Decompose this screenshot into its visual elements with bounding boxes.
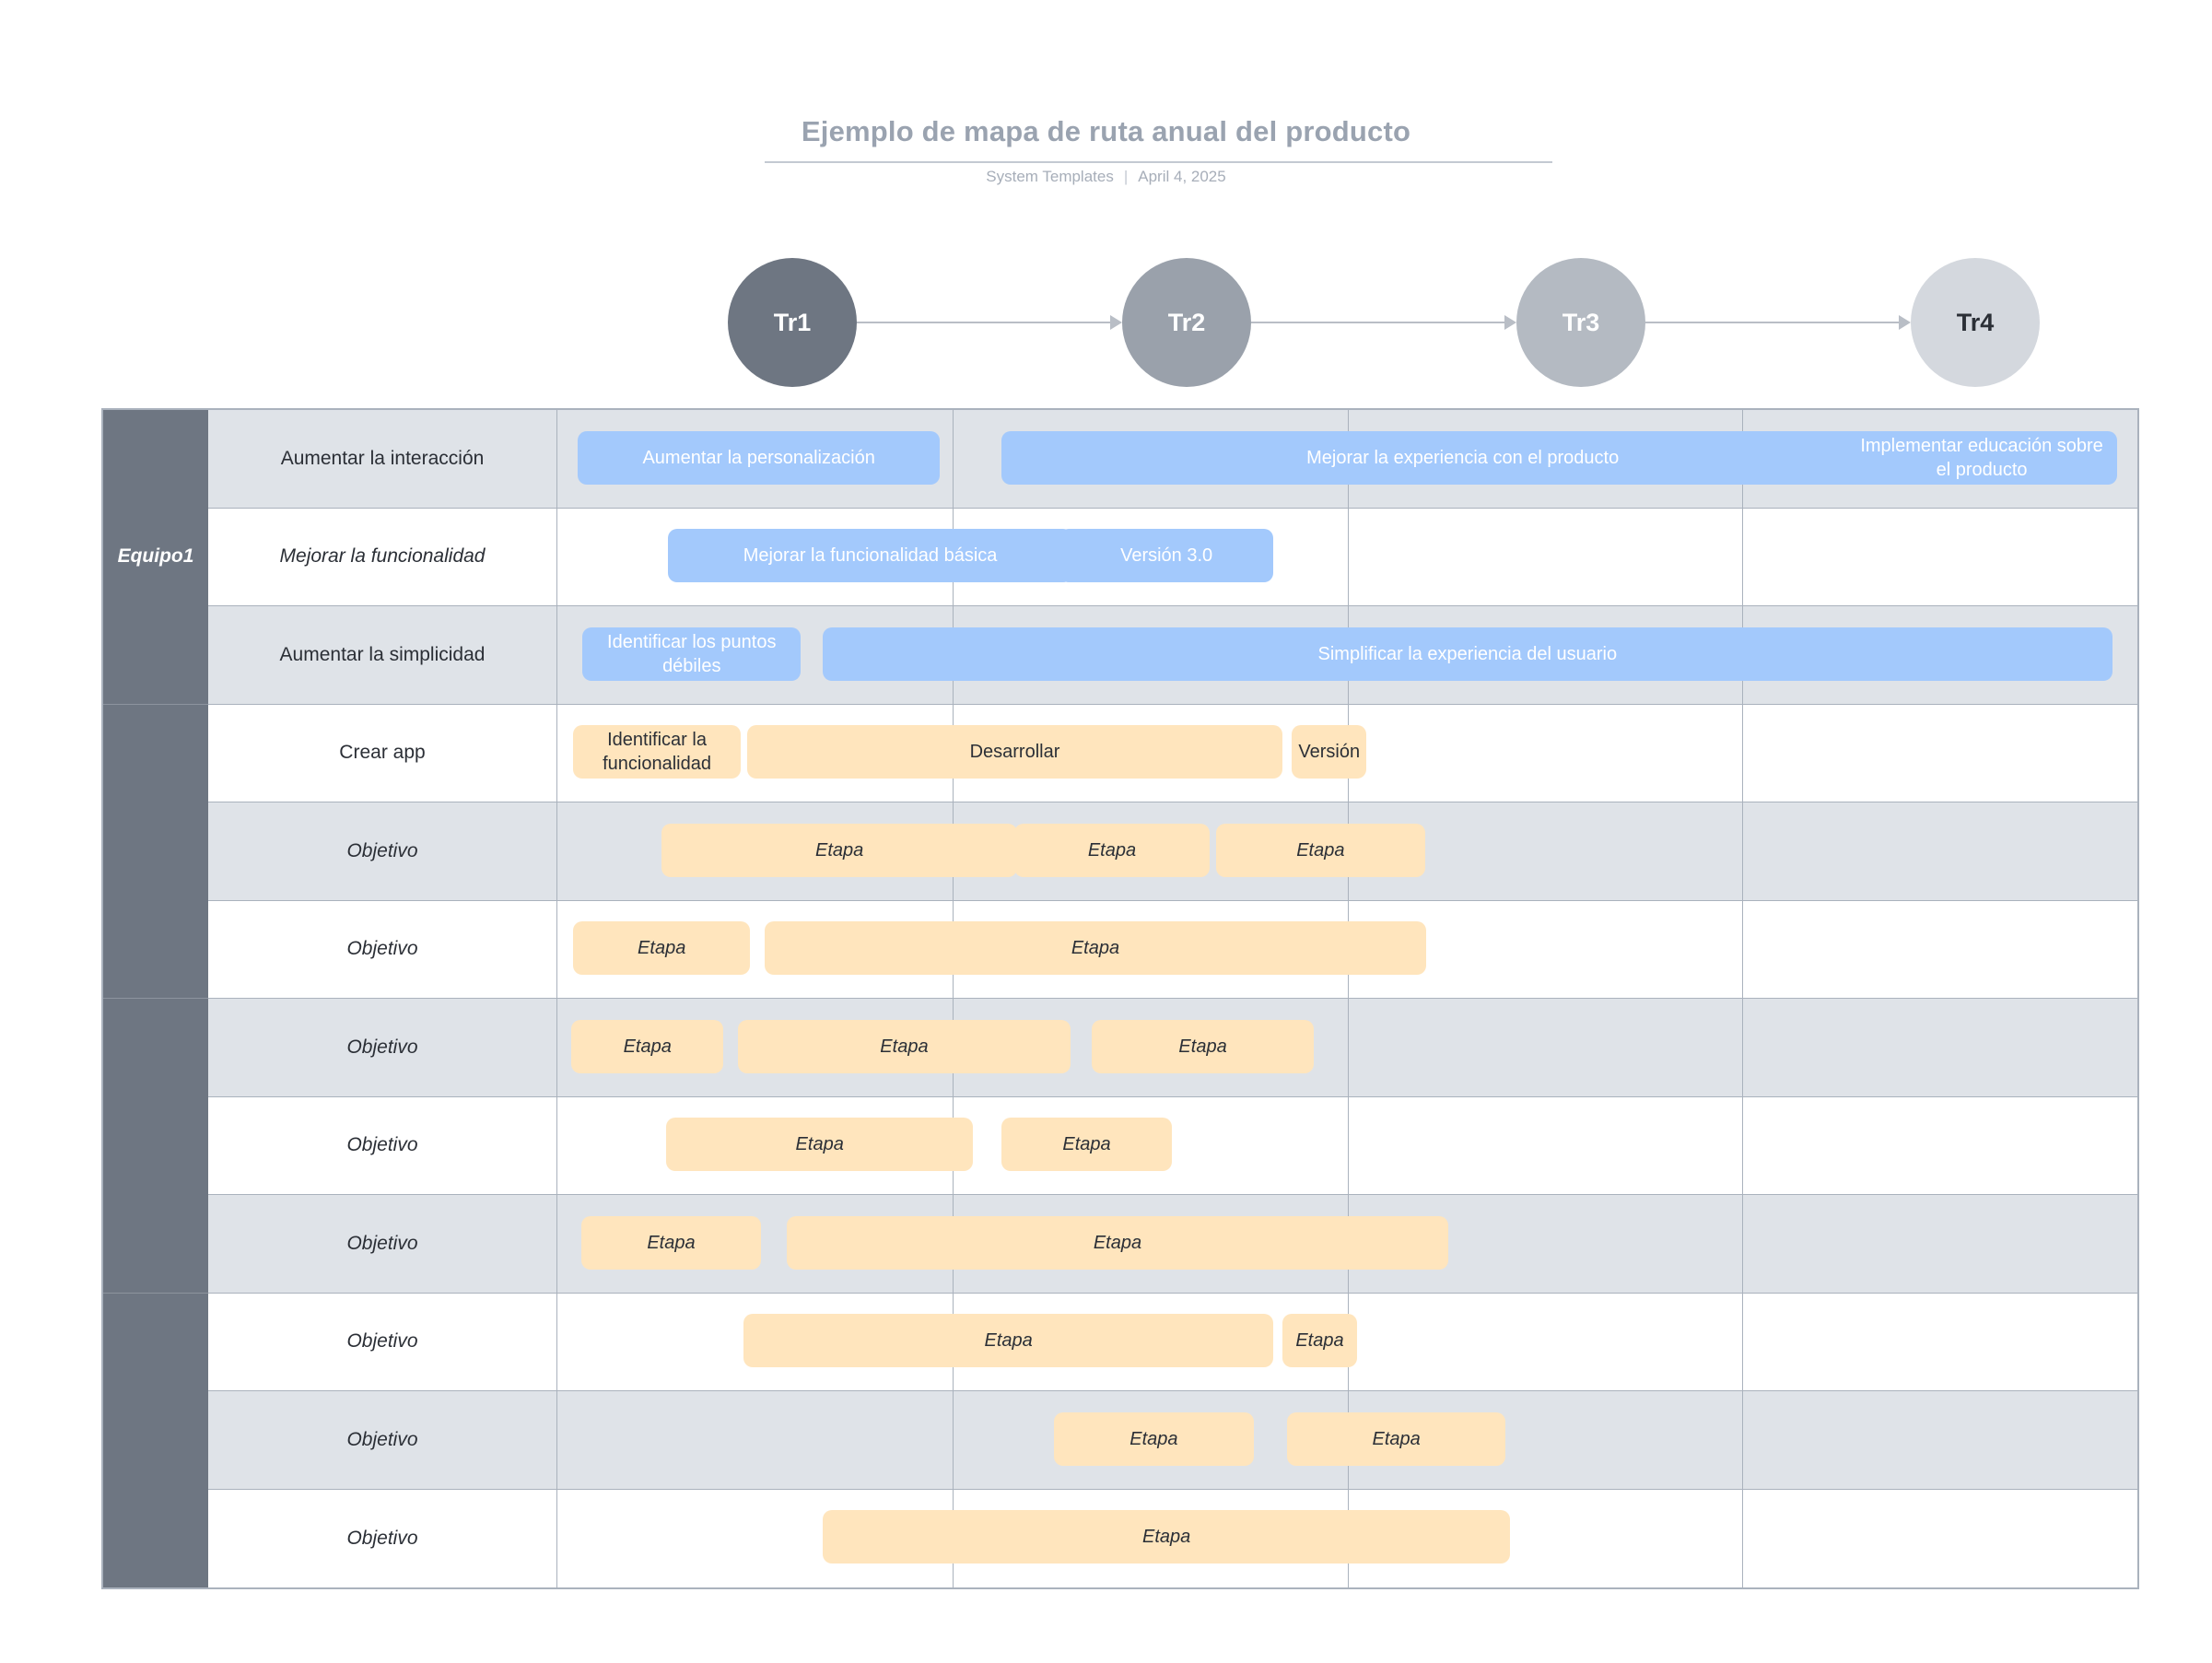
- milestone-bar[interactable]: Etapa: [573, 921, 751, 976]
- milestone-bar[interactable]: Etapa: [1287, 1411, 1505, 1466]
- initiative-bar[interactable]: Versión 3.0: [1059, 529, 1273, 583]
- table-row: Objetivo Etapa Etapa: [208, 1195, 2137, 1294]
- milestone-bar[interactable]: Identificar la funcionalidad: [573, 725, 741, 779]
- milestone-node-tr4[interactable]: Tr4: [1911, 258, 2040, 387]
- row-label: Aumentar la simplicidad: [208, 606, 557, 704]
- table-row: Objetivo Etapa Etapa: [208, 1391, 2137, 1490]
- quarter-divider-3: [1742, 1195, 1744, 1293]
- milestone-bar[interactable]: Etapa: [1282, 1314, 1357, 1368]
- milestone-bar[interactable]: Etapa: [1091, 1019, 1315, 1073]
- milestone-bar[interactable]: Etapa: [1216, 823, 1425, 877]
- quarter-divider-3: [1742, 999, 1744, 1096]
- milestone-bar[interactable]: Versión: [1292, 725, 1367, 779]
- initiative-bar[interactable]: Implementar educación sobre el producto: [1846, 430, 2117, 485]
- team-group-label-line: Equipo: [117, 545, 183, 568]
- meta-source: System Templates: [986, 168, 1114, 185]
- milestone-bar[interactable]: Etapa: [764, 921, 1427, 976]
- milestone-bar[interactable]: Etapa: [743, 1314, 1273, 1368]
- row-label: Mejorar la funcionalidad: [208, 508, 557, 605]
- row-label: Objetivo: [208, 1195, 557, 1293]
- row-label: Objetivo: [208, 1096, 557, 1194]
- milestone-connector-arrow-icon: [1899, 315, 1911, 330]
- row-label: Objetivo: [208, 999, 557, 1096]
- milestone-node-tr1[interactable]: Tr1: [728, 258, 857, 387]
- row-label: Crear app: [208, 704, 557, 802]
- row-label: Objetivo: [208, 1391, 557, 1489]
- row-label: Objetivo: [208, 1489, 557, 1587]
- document-meta: System Templates | April 4, 2025: [0, 168, 2212, 186]
- initiative-bar[interactable]: Mejorar la funcionalidad básica: [668, 529, 1073, 583]
- quarter-divider-3: [1742, 1096, 1744, 1194]
- milestone-bar[interactable]: Etapa: [666, 1118, 974, 1172]
- milestone-bar[interactable]: Etapa: [1013, 823, 1211, 877]
- team-group-4[interactable]: [103, 1293, 208, 1587]
- table-row: Aumentar la interacción Aumentar la perso…: [208, 410, 2137, 509]
- milestone-bar[interactable]: Desarrollar: [746, 725, 1283, 779]
- row-label: Aumentar la interacción: [208, 410, 557, 508]
- team-group-2[interactable]: [103, 704, 208, 999]
- milestone-bar[interactable]: Etapa: [737, 1019, 1071, 1073]
- milestone-bar[interactable]: Etapa: [1001, 1118, 1173, 1172]
- row-label: Objetivo: [208, 802, 557, 900]
- quarter-divider-2: [1347, 1096, 1349, 1194]
- milestone-node-tr3[interactable]: Tr3: [1516, 258, 1645, 387]
- quarter-divider-3: [1742, 1391, 1744, 1489]
- milestone-bar[interactable]: Etapa: [571, 1019, 724, 1073]
- milestone-connector-line: [857, 322, 1110, 323]
- milestone-bar[interactable]: Etapa: [580, 1215, 762, 1270]
- quarter-divider-3: [1742, 900, 1744, 998]
- title-divider: [765, 161, 1552, 163]
- milestone-connector-arrow-icon: [1110, 315, 1122, 330]
- quarter-divider-3: [1742, 508, 1744, 605]
- page-title: Ejemplo de mapa de ruta anual del produc…: [801, 115, 1411, 147]
- meta-separator: |: [1123, 168, 1129, 185]
- row-label: Objetivo: [208, 1293, 557, 1390]
- milestone-bar[interactable]: Etapa: [661, 823, 1018, 877]
- meta-date: April 4, 2025: [1138, 168, 1226, 185]
- milestone-node-tr2[interactable]: Tr2: [1122, 258, 1251, 387]
- table-row: Mejorar la funcionalidad Mejorar la funci…: [208, 508, 2137, 606]
- quarter-divider-2: [1347, 508, 1349, 605]
- milestone-bar[interactable]: Etapa: [823, 1510, 1511, 1564]
- quarter-divider-3: [1742, 1489, 1744, 1587]
- table-row: Objetivo Etapa: [208, 1489, 2137, 1587]
- milestone-connector-line: [1645, 322, 1899, 323]
- table-row: Aumentar la simplicidad Identificar los p…: [208, 606, 2137, 705]
- milestone-bar[interactable]: Etapa: [1053, 1411, 1255, 1466]
- quarter-divider-1: [952, 410, 954, 508]
- quarter-divider-3: [1742, 1293, 1744, 1390]
- initiative-bar[interactable]: Simplificar la experiencia del usuario: [823, 627, 2113, 681]
- quarter-divider-3: [1742, 704, 1744, 802]
- milestone-connector-line: [1251, 322, 1504, 323]
- milestone-bar[interactable]: Etapa: [786, 1215, 1449, 1270]
- row-label: Objetivo: [208, 900, 557, 998]
- milestone-timeline: Tr1 Tr2 Tr3 Tr4: [0, 258, 2212, 392]
- team-group-3[interactable]: [103, 999, 208, 1294]
- initiative-bar[interactable]: Aumentar la personalización: [578, 430, 941, 485]
- quarter-divider-2: [1347, 999, 1349, 1096]
- initiative-bar[interactable]: Identificar los puntos débiles: [582, 627, 802, 681]
- roadmap-rows: Aumentar la interacción Aumentar la perso…: [208, 410, 2137, 1587]
- quarter-divider-3: [1742, 802, 1744, 900]
- initiative-bar[interactable]: Mejorar la experiencia con el producto: [1001, 430, 1925, 485]
- table-row: Objetivo Etapa Etapa: [208, 1096, 2137, 1195]
- quarter-divider-1: [952, 1391, 954, 1489]
- milestone-connector-arrow-icon: [1504, 315, 1516, 330]
- team-group-label-line: 1: [182, 545, 194, 568]
